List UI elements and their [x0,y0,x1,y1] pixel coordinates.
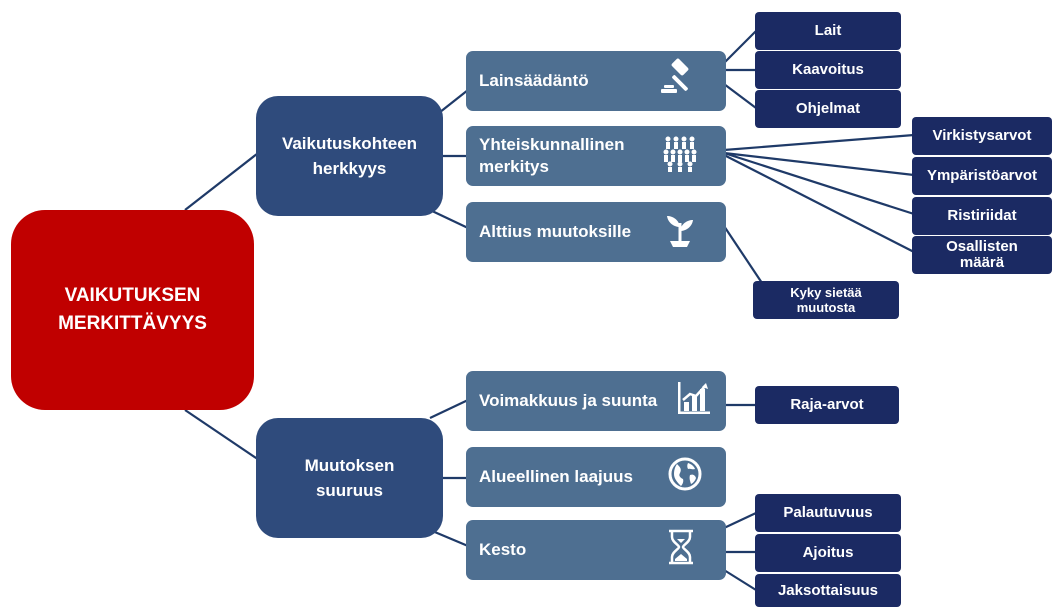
category-node-voimakkuus-ja-suunta: Voimakkuus ja suunta [466,371,726,431]
gavel-icon [658,58,698,104]
category-label: Alueellinen laajuus [479,467,633,486]
category-node-alttius-muutoksille: Alttius muutoksille [466,202,726,262]
leaf-node-palautuvuus: Palautuvuus [755,494,901,532]
category-node-kesto: Kesto [466,520,726,580]
leaf-node-ristiriidat: Ristiriidat [912,197,1052,235]
crowd-icon [660,133,700,179]
sprout-icon [660,209,700,255]
leaf-node-lait: Lait [755,12,901,50]
category-label: Lainsäädäntö [479,71,589,90]
category-node-lainsaadanto: Lainsäädäntö [466,51,726,111]
leaf-node-jaksottaisuus: Jaksottaisuus [755,574,901,607]
category-label: Yhteiskunnallinen merkitys [479,135,625,176]
globe-icon [666,455,704,499]
category-label: Voimakkuus ja suunta [479,391,658,410]
branch-node-muutoksen-suuruus: Muutoksen suuruus [256,418,443,538]
branch-node-vaikutuskohteen-herkkyys: Vaikutuskohteen herkkyys [256,96,443,216]
hourglass-icon [666,528,696,572]
bar-chart-icon [676,380,712,422]
leaf-node-osallisten-maara: Osallisten määrä [912,236,1052,274]
leaf-node-ohjelmat: Ohjelmat [755,90,901,128]
category-label: Alttius muutoksille [479,222,632,241]
leaf-node-ymparistoarvot: Ympäristöarvot [912,157,1052,195]
category-node-alueellinen-laajuus: Alueellinen laajuus [466,447,726,507]
category-label: Kesto [479,540,527,559]
leaf-node-ajoitus: Ajoitus [755,534,901,572]
category-node-yhteiskunnallinen-merkitys: Yhteiskunnallinen merkitys [466,126,726,186]
leaf-node-virkistysarvot: Virkistysarvot [912,117,1052,155]
leaf-node-raja-arvot: Raja-arvot [755,386,899,424]
leaf-node-kaavoitus: Kaavoitus [755,51,901,89]
root-node: VAIKUTUKSEN MERKITTÄVYYS [11,210,254,410]
leaf-node-kyky-sietaa-muutosta: Kyky sietää muutosta [753,281,899,319]
